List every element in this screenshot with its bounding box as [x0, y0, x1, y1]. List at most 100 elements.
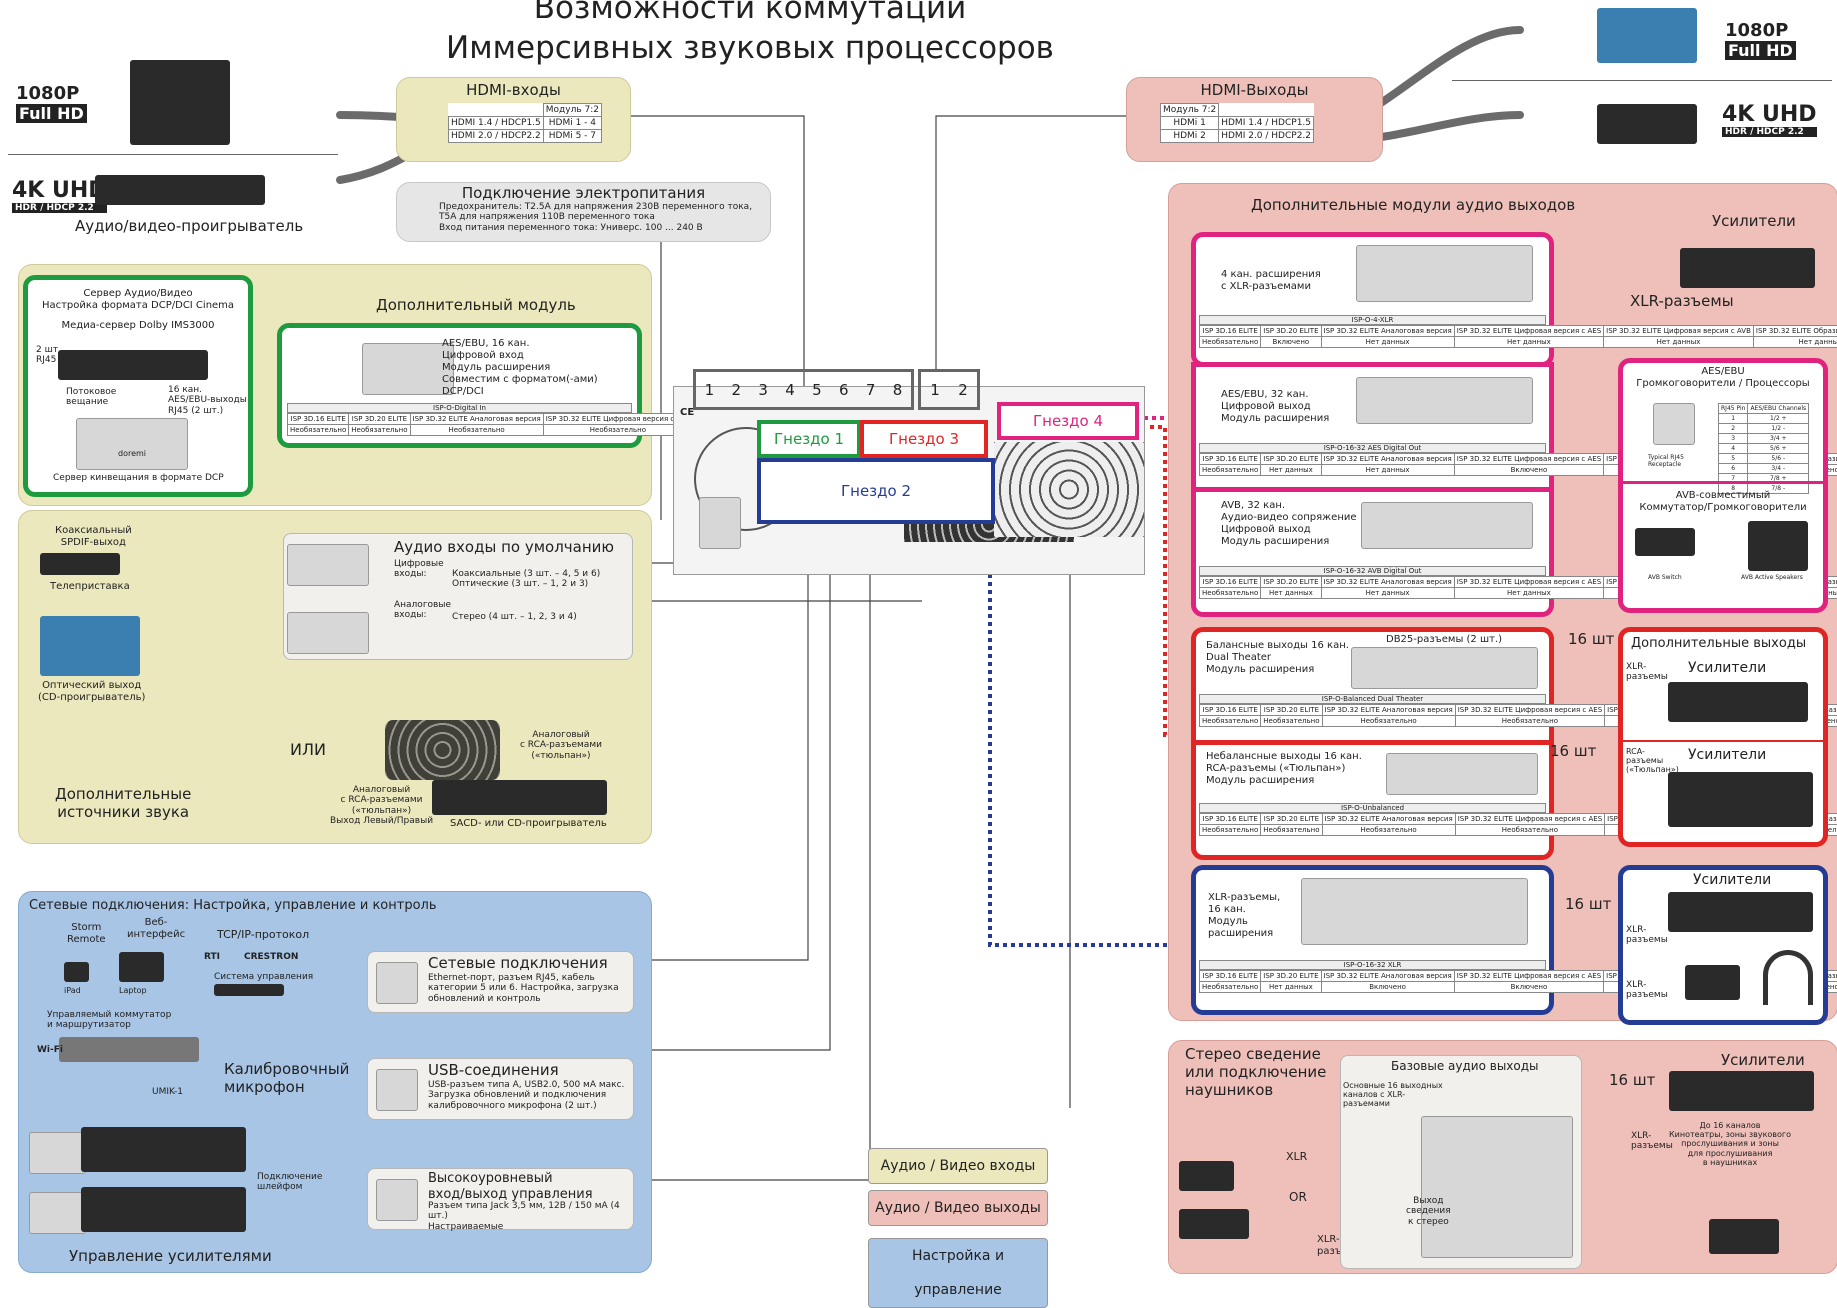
amp-xlr16 — [1668, 892, 1813, 932]
module-balanced: Балансные выходы 16 кан. Dual Theater Мо… — [1191, 627, 1837, 750]
amp-base — [1669, 1071, 1814, 1111]
hp-amp-3 — [1709, 1219, 1779, 1254]
ethernet-port-icon — [376, 962, 418, 1004]
amp-ctl-2 — [29, 1192, 86, 1234]
digital-in-card — [362, 343, 454, 395]
module-aes: AES/EBU, 32 кан. Цифровой выход Модуль р… — [1191, 362, 1837, 495]
ipad — [64, 962, 89, 982]
module-xlr16: XLR-разъемы, 16 кан. Модуль расширения I… — [1191, 865, 1837, 1015]
player-label: Аудио/видео-проигрыватель — [75, 217, 304, 235]
network-switch — [59, 1037, 199, 1062]
ims3000 — [58, 350, 208, 380]
legend-outputs: Аудио / Видео выходы — [868, 1190, 1048, 1226]
amp-bal — [1668, 682, 1808, 722]
digital-jacks — [287, 544, 369, 586]
trigger-box: Высокоуровневый вход/выход управления Ра… — [367, 1168, 634, 1232]
dcp-server-box: Сервер Аудио/Видео Настройка формата DCP… — [23, 275, 253, 497]
rca-jacks — [385, 720, 500, 780]
amp-1 — [81, 1127, 246, 1172]
rca1-label: Аналоговый с RCA-разъемами («тюльпан») В… — [330, 785, 434, 827]
power-panel: Подключение электропитания Предохранител… — [396, 182, 771, 242]
bal-table: ISP-O-Balanced Dual Theater ISP 3D.16 EL… — [1198, 694, 1837, 727]
badge-1080p-right: 1080P Full HD — [1725, 20, 1796, 60]
hdmi-inputs-panel: HDMI-входы Модуль 7:2 HDMI 1.4 / HDCP1.5… — [396, 77, 631, 162]
doremi-server: doremi — [76, 418, 188, 470]
xlr16-amps: Усилители XLR- разъемы XLR- разъемы — [1618, 865, 1828, 1025]
set-top-box — [40, 553, 120, 575]
avb-card — [1361, 502, 1533, 549]
usb-port-icon — [376, 1069, 418, 1111]
n16-a: 16 шт — [1568, 630, 1615, 648]
additional-outputs: Дополнительные выходы XLR- разъемы Усили… — [1618, 627, 1828, 847]
aes-card — [1356, 377, 1533, 424]
addl-module-title: Дополнительный модуль — [376, 296, 576, 314]
n16-c: 16 шт — [1565, 895, 1612, 913]
analog-jacks — [287, 612, 369, 654]
module-avb: AVB, 32 кан. Аудио-видео сопряжение Цифр… — [1191, 487, 1837, 617]
stb-label: Телеприставка — [50, 581, 130, 592]
module-xlr4: 4 кан. расширения с XLR-разъемами ISP-O-… — [1191, 232, 1837, 367]
amp-ctl-1 — [29, 1132, 86, 1174]
avb-table: ISP-O-16-32 AVB Digital Out ISP 3D.16 EL… — [1198, 566, 1837, 599]
trigger-port-icon — [376, 1179, 418, 1221]
amp-xlr4 — [1680, 248, 1815, 288]
xlr4-card — [1356, 245, 1533, 302]
base-outputs-box: Базовые аудио выходы Основные 16 выходны… — [1340, 1055, 1582, 1269]
db25-card — [1351, 647, 1538, 689]
slot-1: Гнездо 1 — [757, 420, 861, 458]
badge-1080p: 1080P Full HD — [16, 83, 87, 123]
laptop — [119, 952, 164, 982]
aes-table: ISP-O-16-32 AES Digital Out ISP 3D.16 EL… — [1198, 443, 1837, 476]
amp-rca — [1668, 772, 1813, 827]
base-xlr-connectors — [1421, 1116, 1573, 1258]
xlr16-card — [1301, 878, 1528, 945]
default-inputs-box: Аудио входы по умолчанию Цифровые входы:… — [283, 533, 633, 660]
net-connections-box: Сетевые подключения Ethernet-порт, разъе… — [367, 951, 634, 1013]
legend-control: Настройка и управление — [868, 1238, 1048, 1308]
hp-amp-1 — [1179, 1161, 1234, 1191]
xlr-block — [994, 442, 1144, 537]
digital-in-module: AES/EBU, 16 кан. Цифровой вход Модуль ра… — [277, 323, 978, 448]
aes-avb-speakers: AES/EBU Громкоговорители / Процессоры Ty… — [1618, 358, 1828, 613]
tv-left — [40, 616, 140, 676]
coax-label: Коаксиальный SPDIF-выход — [55, 525, 132, 548]
legend-inputs: Аудио / Видео входы — [868, 1148, 1048, 1184]
rj45-receptacle — [1653, 403, 1695, 445]
projector — [1597, 104, 1697, 144]
tv — [1597, 8, 1697, 63]
game-console — [130, 60, 230, 145]
headphones-icon — [1763, 950, 1813, 1005]
n16-b: 16 шт — [1550, 742, 1597, 760]
sacd-label: SACD- или CD-проигрыватель — [450, 818, 607, 829]
avb-switch — [1635, 528, 1695, 556]
rca-card — [1386, 753, 1538, 795]
avb-speakers — [1748, 521, 1808, 571]
hp-amp-2 — [1179, 1209, 1249, 1239]
rca2-label: Аналоговый с RCA-разъемами («тюльпан») — [520, 730, 602, 761]
extra-sources-label: Дополнительные источники звука — [55, 785, 192, 821]
xlr-conn-label: XLR-разъемы — [1630, 292, 1734, 310]
or-label: ИЛИ — [290, 740, 326, 759]
usb-box: USB-соединения USB-разъем типа A, USB2.0… — [367, 1058, 634, 1120]
control-system — [214, 984, 284, 996]
slot-2: Гнездо 2 — [757, 458, 995, 524]
badge-4k: 4K UHD HDR / HDCP 2.2 — [12, 178, 107, 213]
badge-4k-right: 4K UHD HDR / HDCP 2.2 — [1722, 102, 1817, 137]
slot-4: Гнездо 4 — [997, 402, 1139, 440]
tv-label: Оптический выход (CD-проигрыватель) — [38, 680, 146, 703]
amp-2 — [81, 1187, 246, 1232]
divider — [8, 154, 338, 155]
divider-right — [1452, 80, 1832, 81]
bluray-player — [95, 175, 265, 205]
headphone-amp — [1685, 965, 1740, 1000]
power-inlet — [699, 497, 741, 549]
module-unbalanced: Небалансные выходы 16 кан. RCA-разъемы (… — [1191, 740, 1837, 860]
slot-3: Гнездо 3 — [860, 420, 988, 458]
